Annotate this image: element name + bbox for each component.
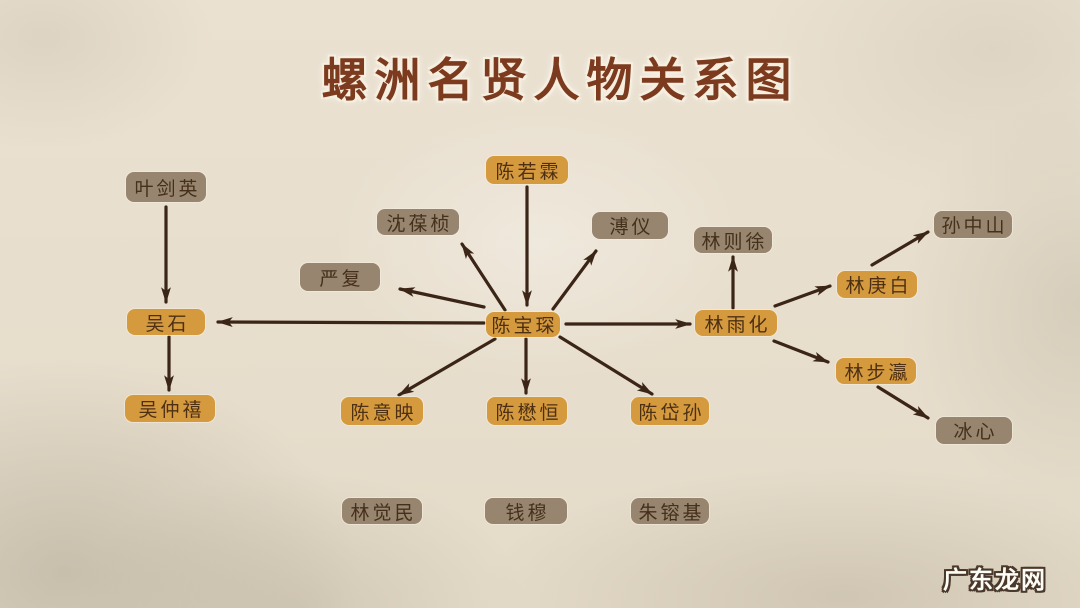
person-node-sun-zhongshan: 孙中山 [934, 210, 1012, 238]
page-title: 螺洲名贤人物关系图 [321, 55, 799, 106]
person-node-lin-yuhua: 林雨化 [695, 310, 777, 336]
person-node-lin-zexu: 林则徐 [694, 227, 772, 253]
person-node-qian-mu: 钱穆 [485, 498, 567, 524]
arrow-chen-baochen-to-shen-baozhen [460, 242, 507, 312]
arrow-chen-baochen-to-chen-daisun [558, 335, 654, 396]
arrow-lin-yuhua-to-lin-gengbai [773, 284, 832, 308]
arrow-lin-buying-to-bing-xin [876, 385, 930, 420]
person-node-lin-gengbai: 林庚白 [837, 270, 917, 298]
person-node-chen-yiying: 陈意映 [341, 397, 423, 425]
person-node-wu-zhongxi: 吴仲禧 [125, 394, 215, 422]
person-node-wu-shi: 吴石 [127, 309, 205, 335]
arrow-chen-baochen-to-pu-yi [551, 249, 598, 311]
arrow-lin-gengbai-to-sun-zhongshan [870, 230, 930, 267]
person-node-lin-juemin: 林觉民 [342, 498, 422, 524]
person-node-chen-daisun: 陈岱孙 [631, 397, 709, 425]
arrow-chen-baochen-to-chen-yiying [397, 337, 497, 397]
arrow-chen-baochen-to-yan-fu [398, 287, 486, 309]
arrow-lin-yuhua-to-lin-buying [772, 339, 830, 364]
person-node-bing-xin: 冰心 [936, 416, 1012, 444]
person-node-zhu-rongji: 朱镕基 [631, 498, 709, 524]
person-node-shen-baozhen: 沈葆桢 [377, 209, 459, 235]
person-node-chen-baochen: 陈宝琛 [486, 311, 560, 337]
person-node-yan-fu: 严复 [300, 263, 380, 291]
person-node-chen-maoheng: 陈懋恒 [487, 397, 567, 425]
person-node-chen-ruolin: 陈若霖 [486, 156, 568, 184]
arrow-chen-baochen-to-wu-shi [216, 317, 486, 327]
person-node-lin-buying: 林步瀛 [836, 358, 916, 384]
site-watermark: 广东龙网 [943, 567, 1047, 594]
person-node-ye-jianying: 叶剑英 [126, 172, 206, 202]
person-node-pu-yi: 溥仪 [592, 211, 668, 239]
